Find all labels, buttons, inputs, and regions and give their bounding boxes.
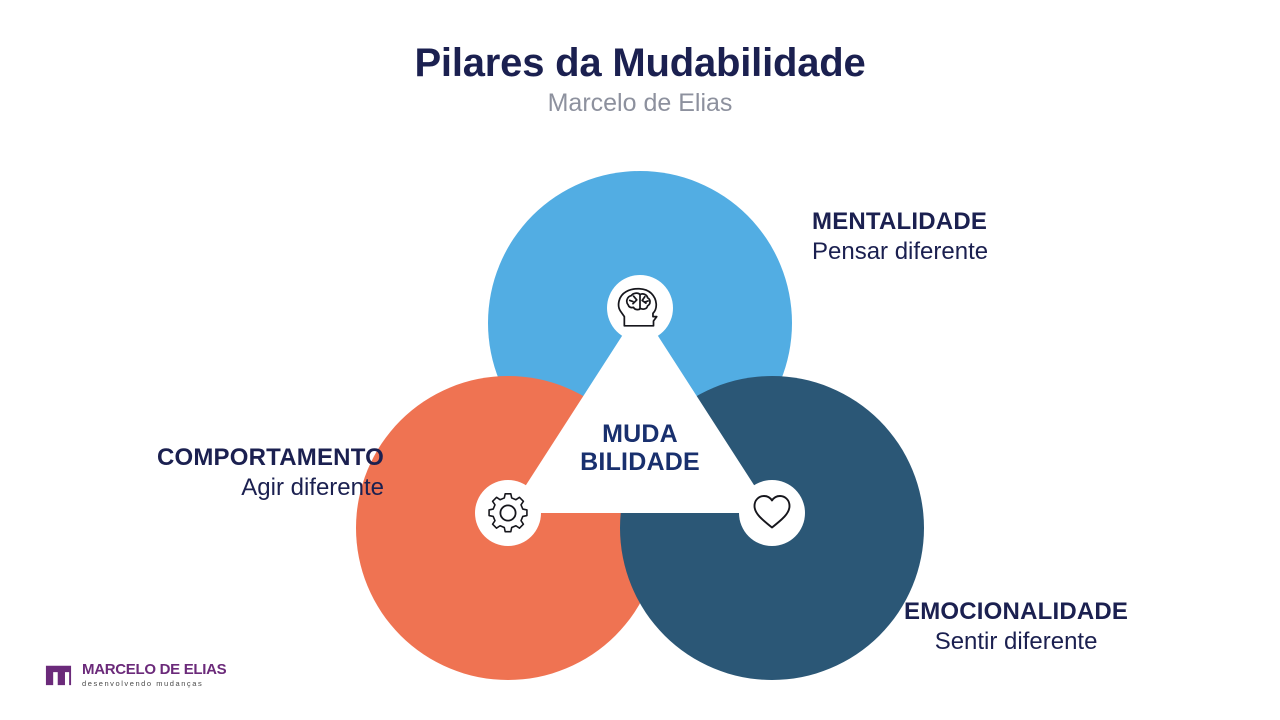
icon-badge-mentalidade[interactable] — [607, 275, 673, 341]
icon-badge-emocionalidade[interactable] — [739, 480, 805, 546]
callout-mentalidade-subtitle: Pensar diferente — [812, 237, 989, 265]
callout-comportamento-title: COMPORTAMENTO — [156, 444, 384, 471]
slide-header: Pilares da Mudabilidade Marcelo de Elias — [0, 0, 1280, 118]
logo-tagline: desenvolvendo mudanças — [82, 678, 204, 688]
callout-mentalidade: MENTALIDADE Pensar diferente — [812, 208, 988, 267]
callout-mentalidade-title: MENTALIDADE — [812, 208, 988, 235]
callout-emocionalidade: EMOCIONALIDADE Sentir diferente — [904, 598, 1128, 657]
logo-mark-icon — [45, 665, 72, 686]
brand-logo: MARCELO DE ELIAS desenvolvendo mudanças — [44, 660, 227, 689]
icon-badge-comportamento[interactable] — [475, 480, 541, 546]
page-title: Pilares da Mudabilidade — [414, 41, 866, 85]
brain-head-icon — [617, 287, 658, 327]
logo-name: MARCELO DE ELIAS — [82, 660, 227, 678]
heart-icon — [753, 495, 791, 529]
page-subtitle: Marcelo de Elias — [547, 89, 733, 118]
callout-comportamento-subtitle: Agir diferente — [241, 473, 384, 501]
callout-emocionalidade-title: EMOCIONALIDADE — [904, 598, 1129, 625]
callout-comportamento: COMPORTAMENTO Agir diferente — [122, 444, 384, 503]
gear-icon — [488, 493, 528, 533]
logo-text-block: MARCELO DE ELIAS desenvolvendo mudanças — [82, 660, 227, 688]
center-triangle — [508, 308, 772, 513]
callout-emocionalidade-subtitle: Sentir diferente — [934, 627, 1098, 655]
